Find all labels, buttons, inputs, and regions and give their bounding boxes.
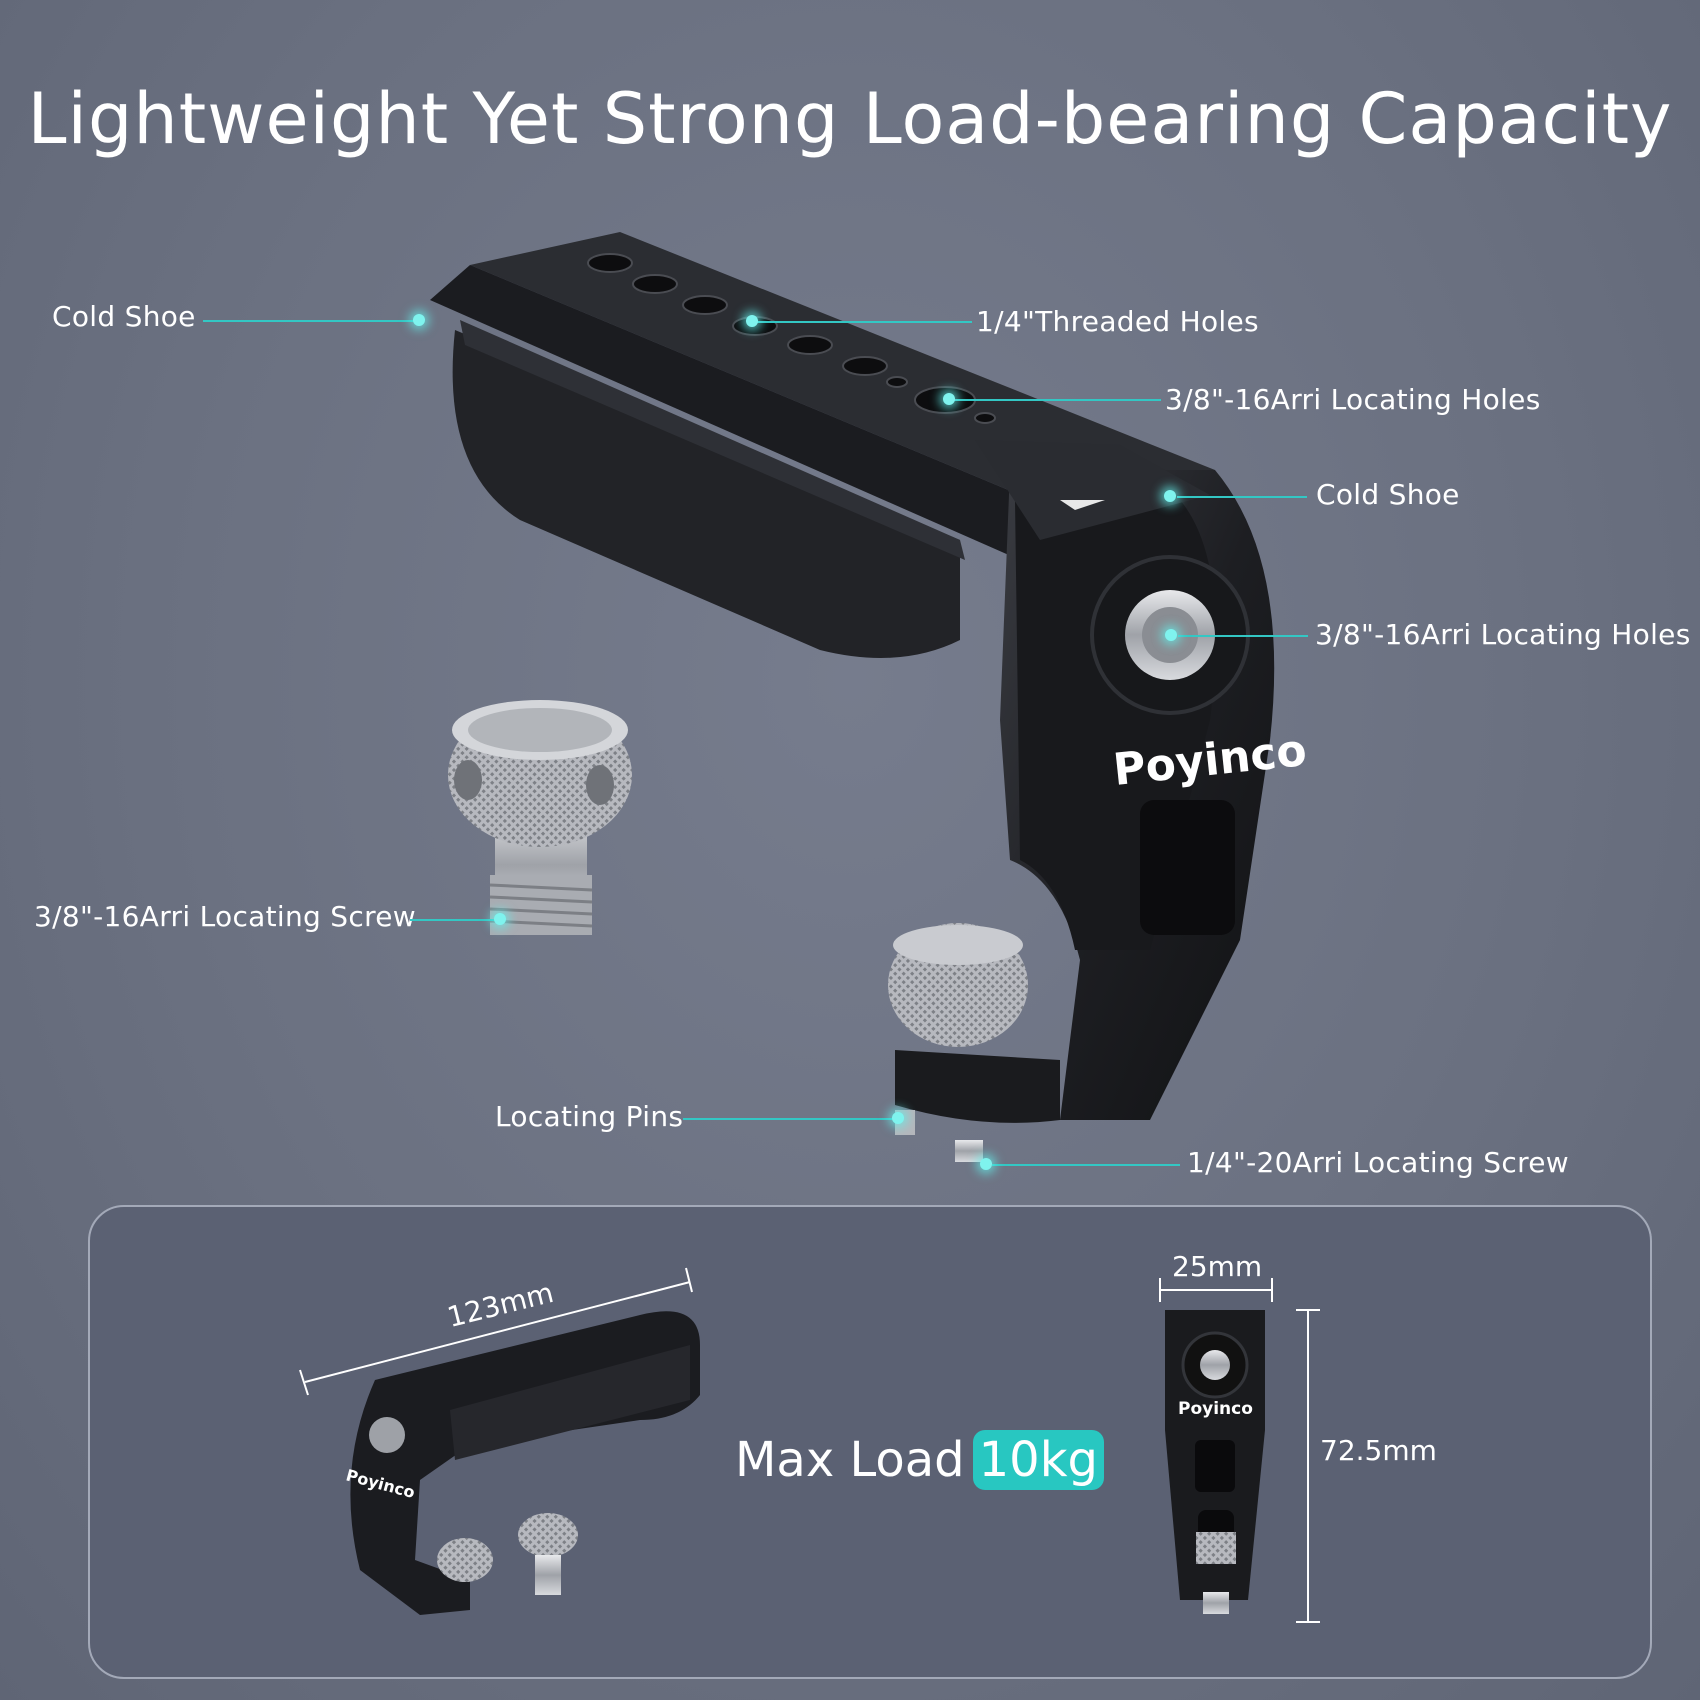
small-handle-illustration: Poyinco — [344, 1311, 700, 1615]
max-load-badge: 10kg — [972, 1430, 1104, 1490]
callout-cold-shoe-right: Cold Shoe — [1316, 478, 1460, 511]
callout-dot — [494, 913, 506, 925]
callout-arri-screw: 3/8"-16Arri Locating Screw — [34, 900, 416, 933]
max-load-label: Max Load — [735, 1432, 965, 1488]
side-view-illustration: Poyinco — [1165, 1310, 1265, 1614]
width-label: 25mm — [1172, 1250, 1263, 1283]
callout-line — [683, 1118, 893, 1120]
callout-line — [992, 1164, 1180, 1166]
callout-line — [1177, 496, 1307, 498]
height-label: 72.5mm — [1320, 1434, 1437, 1467]
callout-line — [410, 919, 495, 921]
loose-screw-illustration — [448, 700, 632, 935]
callout-dot — [892, 1112, 904, 1124]
page-title: Lightweight Yet Strong Load-bearing Capa… — [27, 78, 1673, 160]
callout-dot — [413, 314, 425, 326]
callout-arri-holes-top: 3/8"-16Arri Locating Holes — [1165, 383, 1541, 416]
length-dimension-line — [304, 1281, 691, 1383]
callout-arri-screw-bottom: 1/4"-20Arri Locating Screw — [1187, 1146, 1569, 1179]
callout-line — [949, 399, 1161, 401]
callout-dot — [943, 393, 955, 405]
specs-panel — [88, 1205, 1652, 1679]
side-brand-logo: Poyinco — [1178, 1399, 1253, 1419]
handle-body — [430, 232, 1275, 1162]
callout-line — [752, 321, 972, 323]
callout-dot — [1164, 490, 1176, 502]
callout-threaded-holes: 1/4"Threaded Holes — [976, 305, 1259, 338]
callout-locating-pins: Locating Pins — [495, 1100, 684, 1133]
callout-cold-shoe-left: Cold Shoe — [52, 300, 196, 333]
callout-line — [203, 320, 418, 322]
callout-dot — [1165, 629, 1177, 641]
callout-line — [1178, 635, 1308, 637]
callout-dot — [980, 1158, 992, 1170]
callout-dot — [746, 315, 758, 327]
callout-arri-holes-side: 3/8"-16Arri Locating Holes — [1315, 618, 1691, 651]
